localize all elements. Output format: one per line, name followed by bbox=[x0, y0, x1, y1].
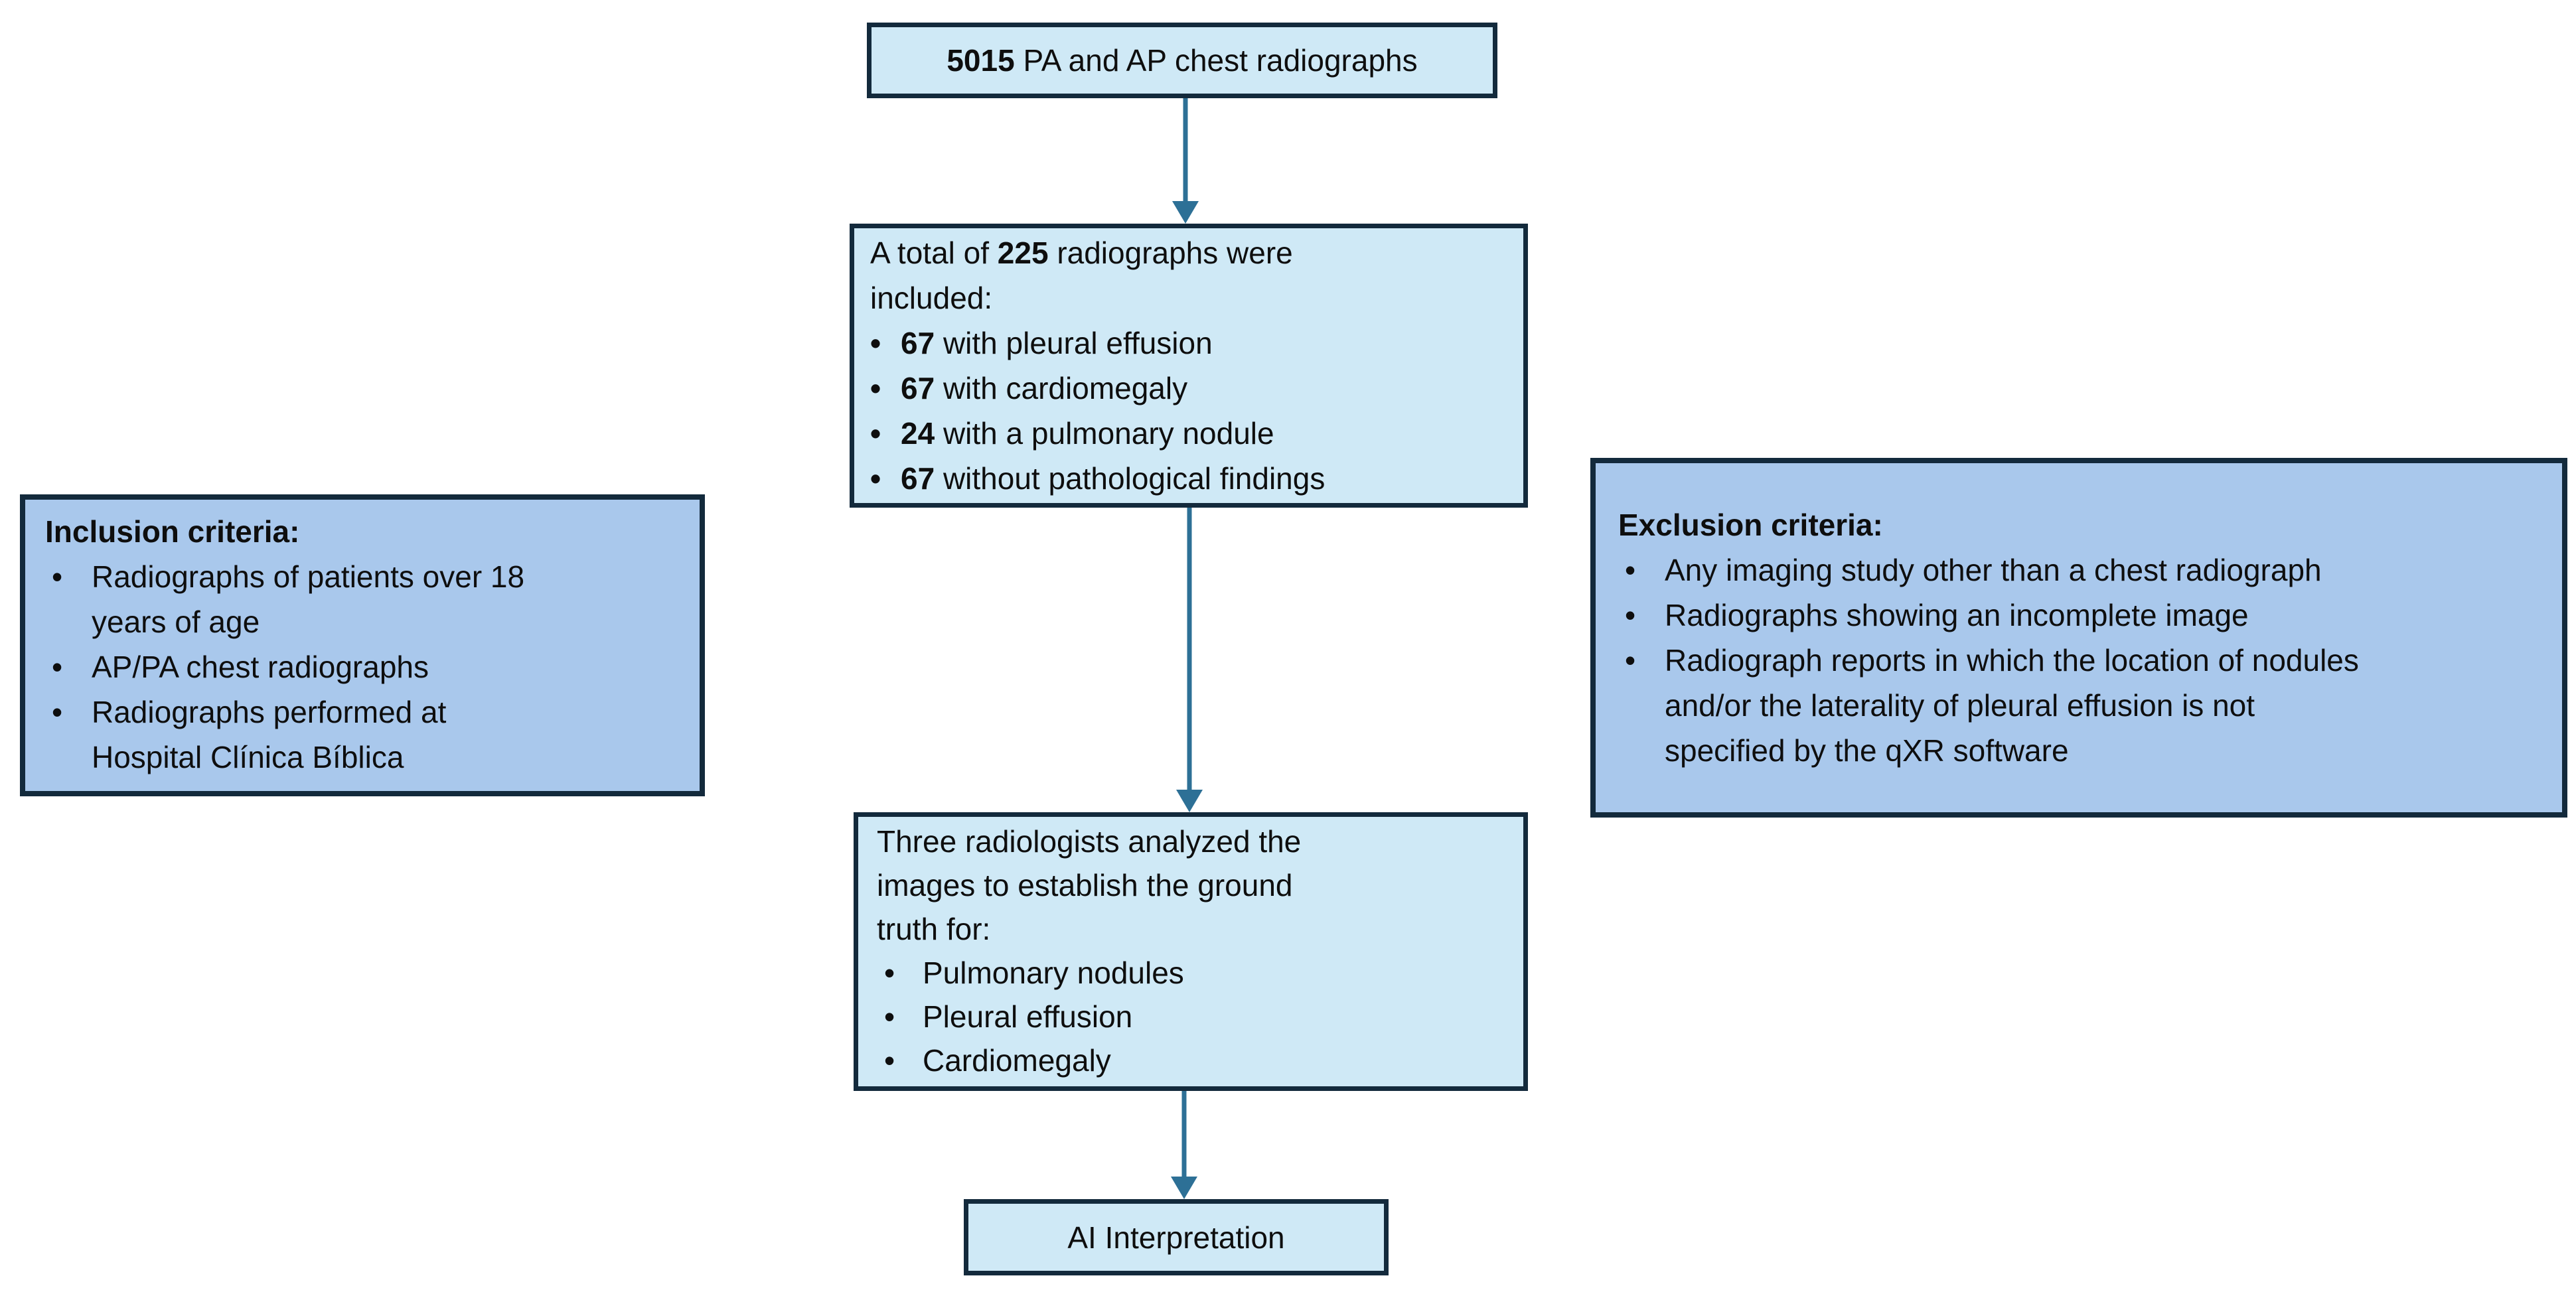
total-radiographs-text: 5015 PA and AP chest radiographs bbox=[947, 38, 1417, 83]
list-item: • 67 with cardiomegaly bbox=[870, 366, 1507, 411]
item-text: Pleural effusion bbox=[923, 999, 1133, 1034]
inclusion-title: Inclusion criteria: bbox=[45, 514, 300, 549]
list-item-text: Radiographs performed at Hospital Clínic… bbox=[92, 689, 556, 780]
flow-arrow-top-to-included bbox=[1172, 98, 1199, 224]
bullet-glyph: • bbox=[884, 956, 895, 990]
bullet-glyph: • bbox=[52, 695, 63, 729]
bold-number: 24 bbox=[901, 416, 935, 451]
bold-number: 67 bbox=[901, 461, 935, 496]
ground-truth-intro: Three radiologists analyzed the images t… bbox=[877, 824, 1302, 946]
item-text: Pulmonary nodules bbox=[923, 956, 1184, 990]
bullet-glyph: • bbox=[870, 326, 881, 360]
list-item-text: Cardiomegaly bbox=[923, 1039, 1111, 1082]
arrow-line bbox=[1183, 98, 1188, 202]
arrow-line bbox=[1187, 508, 1192, 791]
list-item: • Radiographs performed at Hospital Clíni… bbox=[45, 689, 680, 780]
item-text: without pathological findings bbox=[935, 461, 1326, 496]
list-item-text: 24 with a pulmonary nodule bbox=[901, 411, 1274, 456]
list-item-text: Pulmonary nodules bbox=[923, 951, 1184, 995]
bullet-glyph: • bbox=[884, 1043, 895, 1078]
list-item: • Radiographs of patients over 18 years o… bbox=[45, 554, 680, 644]
arrow-head-icon bbox=[1172, 201, 1199, 224]
flow-arrow-included-to-groundtruth bbox=[1176, 508, 1203, 812]
included-intro-post: radiographs were included: bbox=[870, 236, 1302, 315]
arrow-line bbox=[1181, 1091, 1187, 1178]
bullet-glyph: • bbox=[870, 371, 881, 405]
box-included-radiographs: A total of 225 radiographs were included… bbox=[850, 224, 1528, 508]
bullet-glyph: • bbox=[870, 416, 881, 451]
list-item: • Radiographs showing an incomplete image bbox=[1618, 593, 2539, 638]
item-text: Radiographs of patients over 18 years of… bbox=[92, 559, 533, 639]
inclusion-list: • Radiographs of patients over 18 years o… bbox=[45, 554, 680, 780]
item-text: Cardiomegaly bbox=[923, 1043, 1111, 1078]
bullet-glyph: • bbox=[1625, 643, 1636, 678]
bullet-glyph: • bbox=[1625, 598, 1636, 632]
bullet-glyph: • bbox=[52, 559, 63, 594]
exclusion-title: Exclusion criteria: bbox=[1618, 508, 1883, 542]
bullet-glyph: • bbox=[52, 650, 63, 684]
list-item: • 67 with pleural effusion bbox=[870, 321, 1507, 366]
included-count: 225 bbox=[997, 236, 1049, 270]
list-item-text: Radiographs showing an incomplete image bbox=[1665, 593, 2249, 638]
item-text: AP/PA chest radiographs bbox=[92, 650, 429, 684]
list-item-text: Any imaging study other than a chest rad… bbox=[1665, 547, 2322, 593]
item-text: with cardiomegaly bbox=[935, 371, 1188, 405]
list-item: • Any imaging study other than a chest ra… bbox=[1618, 547, 2539, 593]
list-item-text: Radiographs of patients over 18 years of… bbox=[92, 554, 556, 644]
exclusion-list: • Any imaging study other than a chest ra… bbox=[1618, 547, 2539, 773]
included-intro: A total of 225 radiographs were included… bbox=[870, 230, 1322, 321]
list-item-text: 67 without pathological findings bbox=[901, 456, 1325, 501]
total-count: 5015 bbox=[947, 43, 1015, 78]
box-ai-interpretation: AI Interpretation bbox=[964, 1199, 1389, 1275]
box-ground-truth: Three radiologists analyzed the images t… bbox=[854, 812, 1528, 1091]
ground-truth-list: • Pulmonary nodules • Pleural effusion • Card… bbox=[877, 951, 1505, 1082]
list-item-text: Pleural effusion bbox=[923, 995, 1132, 1039]
list-item-text: 67 with cardiomegaly bbox=[901, 366, 1187, 411]
bullet-glyph: • bbox=[1625, 553, 1636, 587]
bullet-glyph: • bbox=[870, 461, 881, 496]
item-text: with a pulmonary nodule bbox=[935, 416, 1274, 451]
ai-interpretation-text: AI Interpretation bbox=[1067, 1220, 1285, 1255]
bold-number: 67 bbox=[901, 371, 935, 405]
list-item: • AP/PA chest radiographs bbox=[45, 644, 680, 689]
item-text: Radiographs performed at Hospital Clínic… bbox=[92, 695, 455, 774]
arrow-head-icon bbox=[1171, 1177, 1197, 1199]
list-item: • Radiograph reports in which the locatio… bbox=[1618, 638, 2539, 773]
list-item: • 24 with a pulmonary nodule bbox=[870, 411, 1507, 456]
list-item-text: Radiograph reports in which the location… bbox=[1665, 638, 2368, 773]
box-total-radiographs: 5015 PA and AP chest radiographs bbox=[867, 23, 1497, 98]
list-item-text: AP/PA chest radiographs bbox=[92, 644, 429, 689]
list-item: • 67 without pathological findings bbox=[870, 456, 1507, 501]
box-inclusion-criteria: Inclusion criteria: • Radiographs of pati… bbox=[20, 494, 705, 796]
list-item-text: 67 with pleural effusion bbox=[901, 321, 1213, 366]
bullet-glyph: • bbox=[884, 999, 895, 1034]
included-intro-pre: A total of bbox=[870, 236, 998, 270]
bold-number: 67 bbox=[901, 326, 935, 360]
item-text: Any imaging study other than a chest rad… bbox=[1665, 553, 2322, 587]
list-item: • Pulmonary nodules bbox=[877, 951, 1505, 995]
item-text: Radiographs showing an incomplete image bbox=[1665, 598, 2249, 632]
item-text: Radiograph reports in which the location… bbox=[1665, 643, 2368, 768]
arrow-head-icon bbox=[1176, 790, 1203, 812]
box-exclusion-criteria: Exclusion criteria: • Any imaging study o… bbox=[1590, 458, 2567, 818]
list-item: • Pleural effusion bbox=[877, 995, 1505, 1039]
item-text: with pleural effusion bbox=[935, 326, 1213, 360]
total-label: PA and AP chest radiographs bbox=[1014, 43, 1418, 78]
list-item: • Cardiomegaly bbox=[877, 1039, 1505, 1082]
included-list: • 67 with pleural effusion • 67 with cardio… bbox=[870, 321, 1507, 501]
flow-arrow-groundtruth-to-ai bbox=[1171, 1091, 1197, 1199]
